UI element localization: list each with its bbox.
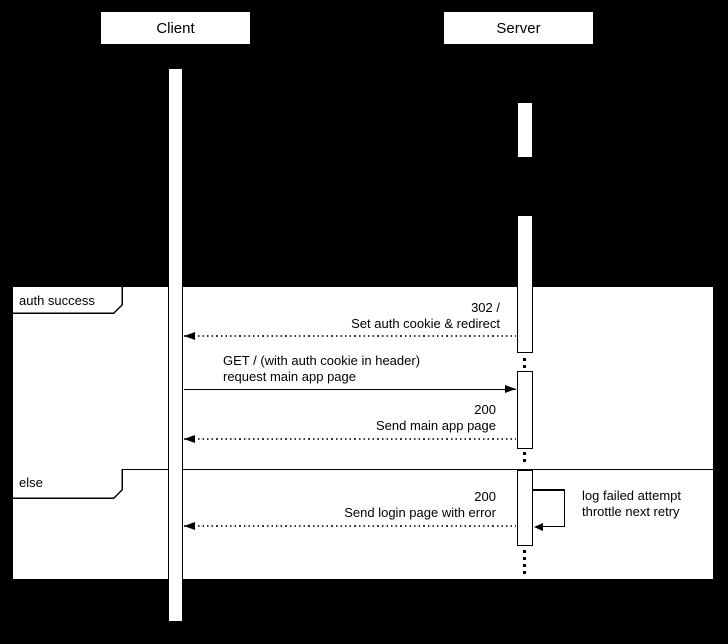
message-label: GET / (with auth cookie in header) reque… [223, 353, 421, 384]
participant-server-label: Server [496, 19, 541, 37]
arrowhead-left-icon [184, 434, 195, 443]
participant-client-box: Client [100, 11, 251, 45]
arrowhead-right-icon [505, 385, 516, 393]
participant-server-box: Server [443, 11, 594, 45]
operand-guard-text: auth success [13, 287, 122, 313]
server-activation-bar-3 [517, 371, 533, 449]
call-arrow-line [184, 388, 516, 390]
fragment-divider [13, 469, 713, 470]
reply-arrow-line [184, 335, 516, 337]
lifeline-dots [523, 452, 526, 465]
server-activation-bar-4 [517, 470, 533, 546]
operand-guard-text: else [13, 469, 122, 498]
client-activation-bar [168, 69, 183, 621]
message-label: 302 / Set auth cookie & redirect [351, 300, 500, 331]
operand-label-else: else [13, 469, 123, 499]
arrowhead-left-icon [184, 331, 195, 340]
operand-label-auth-success: auth success [13, 287, 123, 314]
self-message-line-top [533, 489, 565, 491]
message-label: 200 Send main app page [376, 402, 496, 433]
message-label: 200 Send login page with error [344, 489, 496, 520]
participant-client-label: Client [156, 19, 195, 37]
lifeline-dots [523, 550, 526, 577]
arrowhead-left-icon [534, 522, 543, 531]
message-label: log failed attempt throttle next retry [582, 488, 682, 519]
server-activation-bar-1 [517, 102, 533, 158]
self-message-line-bottom [540, 525, 564, 527]
lifeline-dots [523, 358, 526, 371]
server-activation-bar-2 [517, 215, 533, 353]
reply-arrow-line [184, 438, 516, 440]
self-message-line-right [563, 489, 565, 527]
reply-arrow-line [184, 525, 516, 527]
arrowhead-left-icon [184, 521, 195, 530]
